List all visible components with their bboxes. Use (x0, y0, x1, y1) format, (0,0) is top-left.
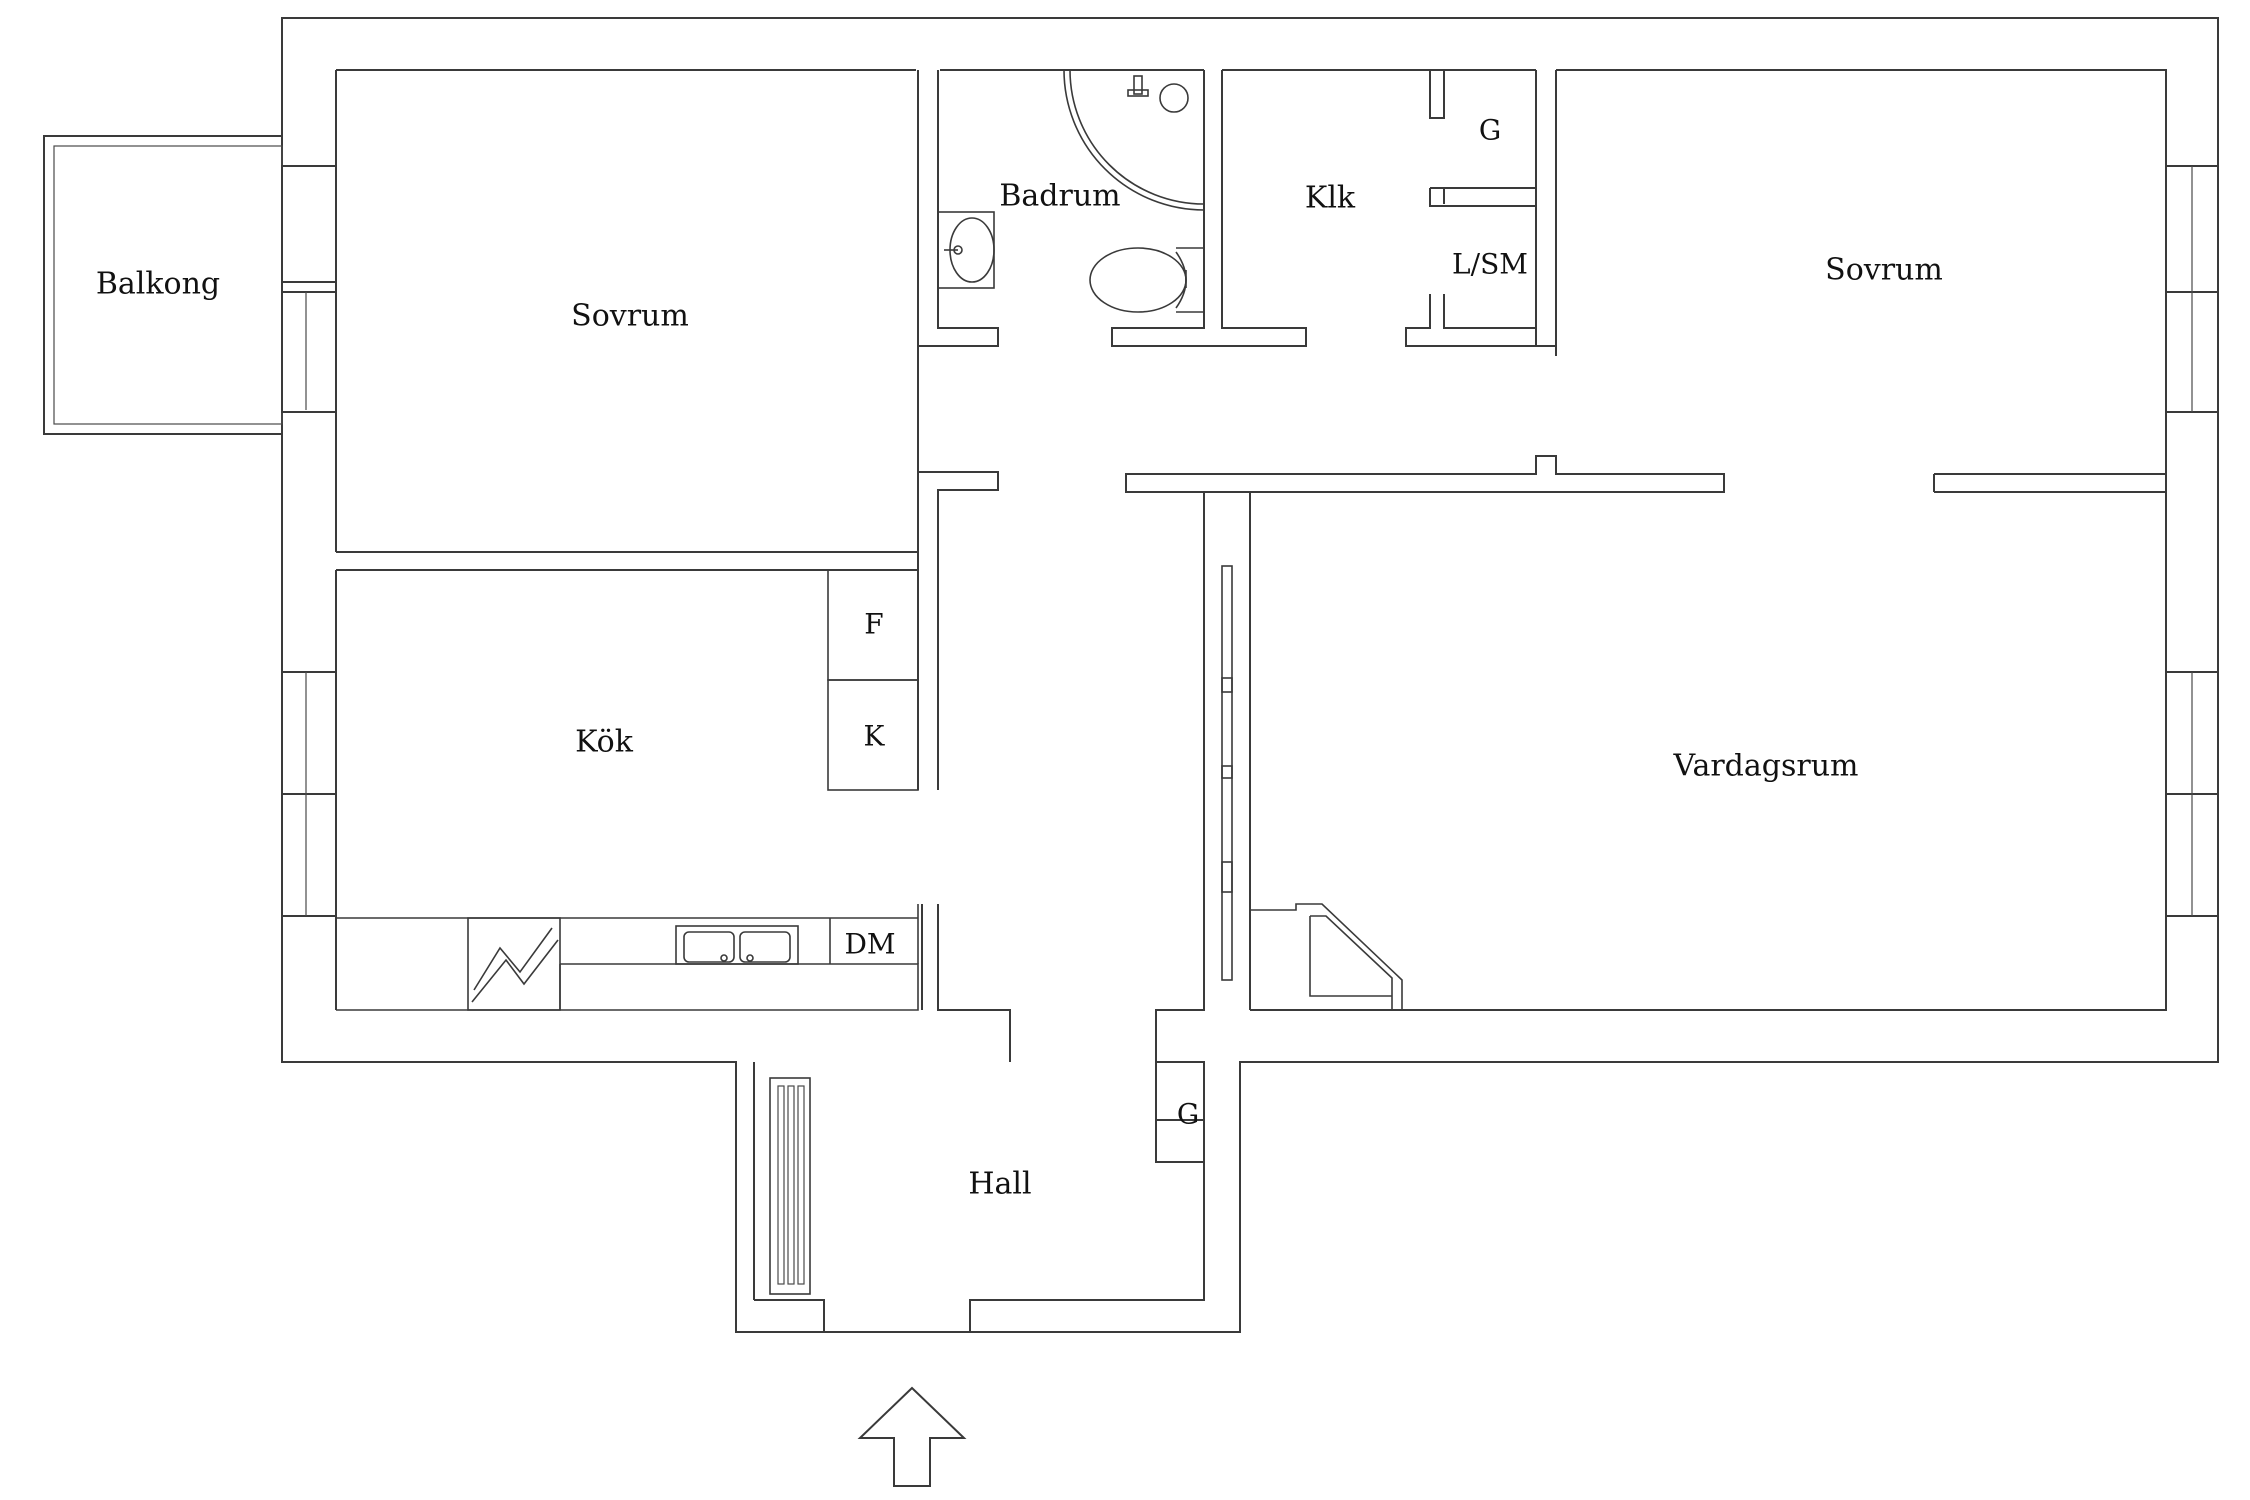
room-label-dishwasher: DM (844, 928, 895, 961)
room-label-sovrum-right: Sovrum (1825, 253, 1943, 288)
hall-fixtures (769, 1061, 1205, 1295)
room-labels: Balkong Sovrum Badrum Klk G L/SM Sovrum … (96, 114, 1943, 1202)
room-label-closet-g-top: G (1479, 114, 1501, 147)
windows (281, 165, 2219, 917)
bathroom-fixtures (937, 69, 1205, 313)
room-label-hall: Hall (968, 1167, 1031, 1202)
room-label-sovrum-left: Sovrum (571, 299, 689, 334)
room-label-lsm: L/SM (1452, 248, 1528, 281)
room-label-balkong: Balkong (96, 267, 220, 302)
entrance-arrow-icon (857, 1386, 967, 1487)
sliding-doors (1221, 565, 1233, 981)
room-label-fridge: F (864, 608, 883, 641)
room-label-kok: Kök (575, 725, 634, 760)
room-label-vardagsrum: Vardagsrum (1673, 749, 1859, 784)
kitchen-fixtures (336, 569, 919, 1011)
fireplace (1250, 903, 1403, 1010)
room-label-freezer: K (864, 720, 886, 753)
room-label-badrum: Badrum (999, 179, 1120, 214)
room-label-closet-g-hall: G (1177, 1098, 1199, 1131)
room-label-klk: Klk (1305, 181, 1356, 216)
